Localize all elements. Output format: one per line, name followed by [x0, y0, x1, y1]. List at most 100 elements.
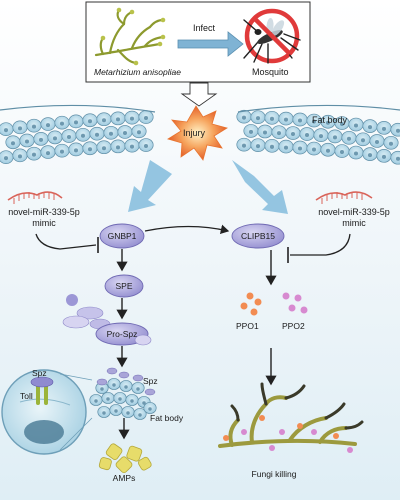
tissue-cell-nucleus: [297, 146, 303, 151]
pro-spz-label: Pro-Spz: [106, 329, 138, 339]
fungus-label: Metarhizium anisopliae: [94, 67, 181, 77]
tissue-cell-nucleus: [101, 118, 107, 123]
cluster-cell-nucleus: [138, 413, 142, 417]
cluster-cell-nucleus: [102, 411, 106, 415]
zoomed-cell: [1, 369, 87, 455]
zoom-connector: [59, 373, 93, 451]
big-arrow-left: [128, 160, 172, 212]
tissue-cell-nucleus: [248, 129, 254, 134]
tissue-cell-nucleus: [241, 143, 247, 148]
tissue-cell-nucleus: [38, 137, 44, 142]
mimic-rna-left: [7, 191, 63, 201]
toll-receptor: [30, 376, 54, 405]
tissue-cell-nucleus: [297, 118, 303, 123]
tissue-cell-nucleus: [346, 136, 352, 141]
mimic-left-label: novel-miR-339-5p mimic: [6, 208, 82, 228]
tissue-cell: [390, 122, 400, 137]
tissue-cell-nucleus: [283, 117, 289, 122]
injury-burst: [167, 105, 229, 161]
ppo2-dots: [282, 292, 308, 314]
tissue-cell-nucleus: [318, 134, 324, 139]
big-arrow-right: [232, 160, 288, 214]
fat-body-tissue: [0, 104, 400, 165]
tissue-cell-nucleus: [360, 138, 366, 143]
mimic-rna-right-ticks: [321, 192, 363, 204]
tissue-cell-nucleus: [255, 144, 261, 149]
down-outline-arrow: [180, 82, 218, 107]
tissue-cell-nucleus: [17, 126, 23, 131]
tissue-cell-nucleus: [143, 144, 149, 149]
tissue-cell-nucleus: [367, 153, 373, 158]
tissue-cell-nucleus: [353, 151, 359, 156]
cluster-cell-nucleus: [148, 407, 152, 411]
tissue-cell-nucleus: [381, 126, 387, 131]
cluster-cell-nucleus: [94, 399, 98, 403]
tissue-cell-nucleus: [339, 122, 345, 127]
cluster-cell-nucleus: [100, 387, 104, 391]
tissue-cell-nucleus: [136, 130, 142, 135]
tissue-cell-nucleus: [59, 149, 65, 154]
mimic-right-line2: mimic: [342, 218, 366, 228]
inhibit-right: [290, 233, 351, 256]
tissue-cell-nucleus: [325, 148, 331, 153]
tissue-cell-nucleus: [3, 156, 9, 161]
tissue-cell-nucleus: [45, 151, 51, 156]
mosquito-icon: [243, 8, 301, 64]
mimic-rna-right: [315, 191, 373, 201]
mimic-left-line1: novel-miR-339-5p: [8, 207, 80, 217]
fungi-ppo-dots: [223, 415, 353, 453]
tissue-cell-nucleus: [122, 130, 128, 135]
tissue-cell-nucleus: [395, 128, 400, 133]
tissue-cell-nucleus: [353, 123, 359, 128]
tissue-cell-nucleus: [276, 131, 282, 136]
tissue-cell-nucleus: [129, 144, 135, 149]
tissue-cell-nucleus: [283, 145, 289, 150]
tissue-cell-nucleus: [269, 116, 275, 121]
tissue-cell-nucleus: [94, 132, 100, 137]
tissue-cell: [390, 150, 400, 165]
infect-label: Infect: [193, 23, 216, 33]
tissue-cell-nucleus: [17, 154, 23, 159]
tissue-cell-nucleus: [143, 116, 149, 121]
tissue-cell-nucleus: [255, 116, 261, 121]
fat-body-cluster: [89, 378, 157, 420]
mimic-right-label: novel-miR-339-5p mimic: [312, 208, 396, 228]
tissue-cell-nucleus: [73, 120, 79, 125]
ppo1-label: PPO1: [236, 321, 259, 331]
tissue-cell-nucleus: [31, 124, 37, 129]
tissue-cell-nucleus: [10, 141, 16, 146]
tissue-cell-nucleus: [73, 148, 79, 153]
tissue-cell-nucleus: [3, 128, 9, 133]
tissue-cell-nucleus: [45, 123, 51, 128]
tissue-cell-nucleus: [101, 146, 107, 151]
tissue-cell-nucleus: [31, 152, 37, 157]
cluster-cell-nucleus: [142, 401, 146, 405]
mosquito-label: Mosquito: [252, 67, 289, 77]
tissue-cell-nucleus: [108, 131, 114, 136]
tissue-cell-nucleus: [66, 134, 72, 140]
inhibit-left: [35, 233, 97, 250]
spe-label: SPE: [115, 281, 133, 291]
fungi-killing-label: Fungi killing: [251, 469, 297, 479]
tissue-cell-nucleus: [87, 147, 93, 152]
tissue-cell-nucleus: [395, 156, 400, 161]
cluster-cell-nucleus: [118, 397, 122, 401]
cluster-cell-nucleus: [136, 387, 140, 391]
tissue-cell-nucleus: [24, 139, 30, 144]
tissue-cell-nucleus: [311, 119, 317, 124]
tissue-cell-nucleus: [304, 132, 310, 138]
tissue-cell-nucleus: [262, 130, 268, 135]
tissue-cell-nucleus: [269, 144, 275, 149]
pro-spz-blobs: [62, 294, 111, 330]
ppo1-dots: [240, 292, 262, 316]
melanized-tips: [230, 382, 364, 430]
tissue-cell-nucleus: [290, 132, 296, 137]
mimic-right-line1: novel-miR-339-5p: [318, 207, 390, 217]
tissue-cell-nucleus: [367, 125, 373, 130]
amps-label: AMPs: [112, 473, 136, 483]
tissue-cell-nucleus: [115, 145, 121, 150]
cluster-cell-nucleus: [124, 385, 128, 389]
pro-spz-partner: [134, 334, 152, 346]
